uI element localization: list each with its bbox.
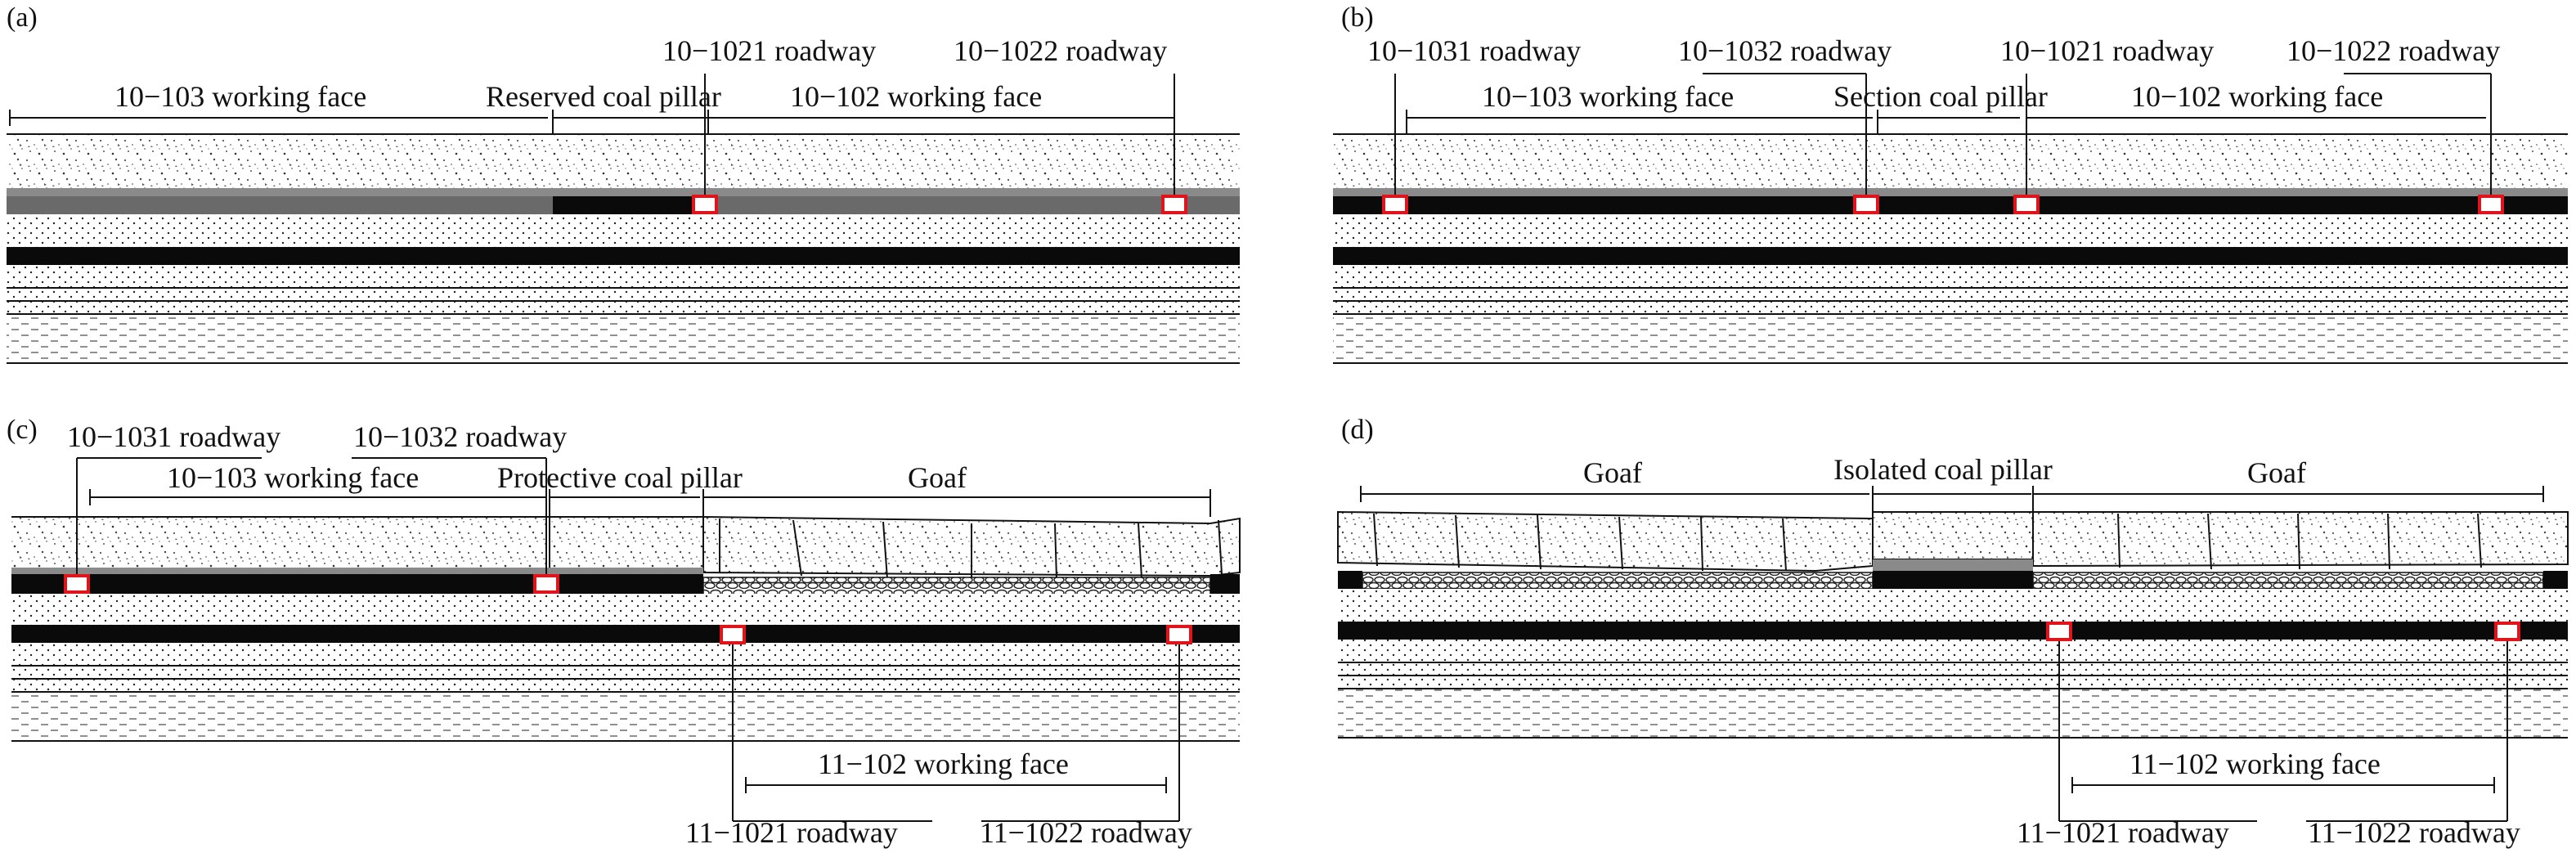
subsided-roof-left — [1337, 510, 1874, 572]
label-r11022: 11−1022 roadway — [2308, 816, 2520, 849]
siltstone-layer — [7, 214, 1240, 247]
label-face11102: 11−102 working face — [818, 747, 1069, 780]
coal-seam-11 — [1338, 622, 2568, 640]
coal-seam-10 — [1333, 196, 2568, 214]
goaf-caved-zone-right — [2032, 572, 2544, 590]
mined-seam-left — [7, 196, 553, 214]
roadway-10-1031 — [64, 574, 90, 594]
sandstone-roof — [7, 134, 1240, 188]
siltstone-floor — [7, 265, 1240, 314]
label-r1021: 10−1021 roadway — [662, 34, 876, 67]
label-r1031: 10−1031 roadway — [67, 420, 280, 453]
roof-band — [1333, 188, 2568, 196]
label-r1032: 10−1032 roadway — [353, 420, 567, 453]
label-r1031: 10−1031 roadway — [1367, 34, 1581, 67]
label-r1032: 10−1032 roadway — [1678, 34, 1892, 67]
coal-seam-edge-left — [1338, 571, 1362, 589]
label-r1021: 10−1021 roadway — [2000, 34, 2214, 67]
pillar-roof — [1872, 511, 2034, 560]
goaf-caved-zone — [702, 577, 1211, 596]
coal-seam-lower — [7, 247, 1240, 265]
roadway-10-1032 — [533, 574, 559, 594]
label-face103: 10−103 working face — [1482, 80, 1734, 113]
roadway-11-1021 — [720, 625, 746, 644]
panel-a-tag: (a) — [7, 2, 38, 33]
label-r1022: 10−1022 roadway — [2287, 34, 2500, 67]
mudstone-floor — [1338, 689, 2568, 738]
coal-seam-11 — [11, 625, 1240, 643]
goaf-caved-zone-left — [1362, 572, 1874, 590]
label-goaf: Goaf — [908, 461, 967, 494]
mudstone-floor — [7, 314, 1240, 363]
roof-band — [11, 568, 703, 574]
label-pillar: Protective coal pillar — [497, 461, 743, 494]
roadway-11-1021 — [2046, 622, 2072, 641]
panel-c-tag: (c) — [7, 415, 38, 445]
panel-b-strata — [1333, 133, 2568, 364]
panel-a-strata — [7, 133, 1240, 364]
pillar-roof-band — [1873, 559, 2033, 571]
label-r1022: 10−1022 roadway — [954, 34, 1167, 67]
roof-band — [7, 188, 1240, 196]
coal-seam-11 — [1333, 247, 2568, 265]
siltstone-floor — [1333, 265, 2568, 314]
roadway-11-1022 — [1166, 625, 1192, 644]
roadway-10-1021 — [2013, 195, 2040, 214]
panel-c: (c) — [7, 415, 1241, 849]
mudstone-floor — [1333, 314, 2568, 363]
protective-pillar-coal — [11, 574, 703, 594]
mined-seam-right — [708, 196, 1240, 214]
subsided-roof-right — [2032, 511, 2569, 568]
label-face103: 10−103 working face — [114, 80, 366, 113]
panel-d-tag: (d) — [1341, 415, 1374, 445]
label-r11021: 11−1021 roadway — [685, 816, 898, 849]
label-pillar: Section coal pillar — [1833, 80, 2048, 113]
label-face102: 10−102 working face — [2131, 80, 2383, 113]
label-goaf-left: Goaf — [1583, 456, 1642, 489]
coal-seam-edge — [1210, 574, 1240, 594]
roadway-10-1021 — [692, 195, 718, 214]
label-r11022: 11−1022 roadway — [980, 816, 1192, 849]
siltstone-layer — [1338, 589, 2568, 622]
panel-b-tag: (b) — [1341, 2, 1374, 33]
roadway-11-1022 — [2494, 622, 2520, 641]
panel-b: (b) 10−103 working face Section coal pil… — [1333, 2, 2568, 364]
mudstone-floor — [11, 692, 1240, 741]
panel-c-strata — [11, 515, 1241, 742]
roadway-10-1032 — [1853, 195, 1879, 214]
label-goaf-right: Goaf — [2247, 456, 2306, 489]
isolated-pillar-coal — [1873, 571, 2033, 589]
panel-d: (d) — [1337, 415, 2569, 849]
siltstone-floor — [1338, 640, 2568, 689]
roadway-10-1022 — [2478, 195, 2504, 214]
label-pillar: Reserved coal pillar — [486, 80, 721, 113]
sandstone-roof-intact — [11, 517, 703, 568]
roadway-10-1022 — [1161, 195, 1187, 214]
label-r11021: 11−1021 roadway — [2017, 816, 2229, 849]
label-face102: 10−102 working face — [790, 80, 1042, 113]
sandstone-roof — [1333, 134, 2568, 188]
siltstone-layer — [1333, 214, 2568, 247]
label-face103: 10−103 working face — [167, 461, 419, 494]
panel-d-strata — [1337, 510, 2569, 739]
label-face11102: 11−102 working face — [2129, 747, 2381, 780]
roadway-10-1031 — [1382, 195, 1408, 214]
coal-seam-edge-right — [2543, 571, 2568, 589]
siltstone-layer — [11, 594, 1240, 625]
label-pillar: Isolated coal pillar — [1833, 453, 2053, 486]
panel-a: (a) 10−103 working face Reserved coal pi… — [7, 2, 1240, 364]
reserved-pillar-coal — [553, 196, 708, 214]
siltstone-floor — [11, 643, 1240, 692]
